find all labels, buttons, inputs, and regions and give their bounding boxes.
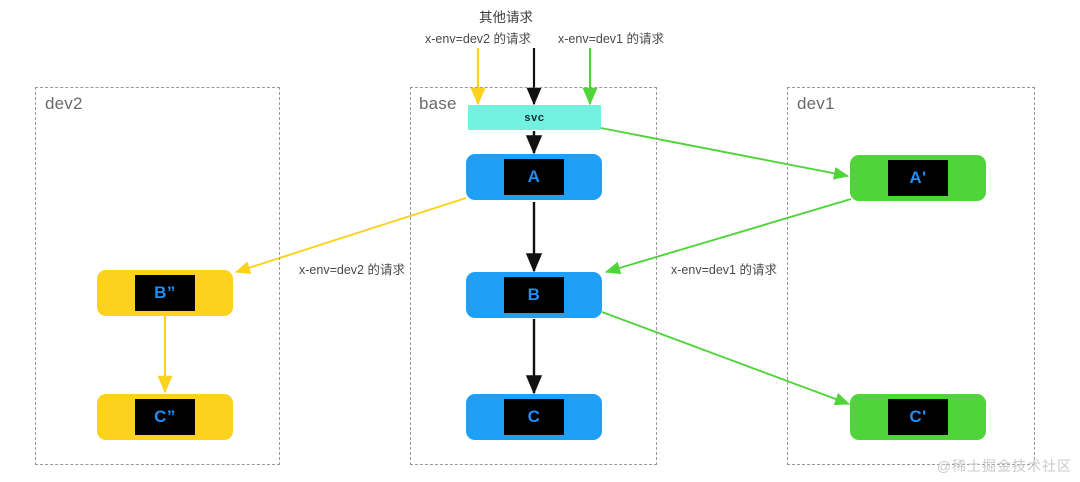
node-b-label: B — [504, 277, 564, 313]
zone-base — [410, 87, 657, 465]
node-a-prime[interactable]: A' — [850, 155, 986, 201]
node-a-label: A — [504, 159, 564, 195]
watermark: @稀土掘金技术社区 — [936, 458, 1072, 474]
zone-base-label: base — [419, 94, 457, 113]
zone-dev1-label: dev1 — [797, 94, 835, 113]
node-a[interactable]: A — [466, 154, 602, 200]
edge-svc-to-a-prime — [600, 127, 850, 180]
traffic-label-other: 其他请求 — [479, 10, 533, 25]
edge-label-dev1: x-env=dev1 的请求 — [671, 263, 777, 277]
node-a-prime-label: A' — [888, 160, 948, 196]
service-svc[interactable]: svc — [468, 105, 601, 130]
node-b-doubleprime-label: B” — [135, 275, 195, 311]
traffic-label-dev2: x-env=dev2 的请求 — [425, 32, 531, 46]
node-b-doubleprime[interactable]: B” — [97, 270, 233, 316]
edge-label-dev2: x-env=dev2 的请求 — [299, 263, 405, 277]
node-c-prime-label: C' — [888, 399, 948, 435]
node-c-doubleprime-label: C” — [135, 399, 195, 435]
edge-b-to-c-prime — [601, 311, 851, 406]
traffic-label-dev1: x-env=dev1 的请求 — [558, 32, 664, 46]
node-c-prime[interactable]: C' — [850, 394, 986, 440]
zone-dev2-label: dev2 — [45, 94, 83, 113]
edge-a-prime-to-b — [604, 198, 852, 275]
node-c-doubleprime[interactable]: C” — [97, 394, 233, 440]
zone-dev1 — [787, 87, 1035, 465]
node-c[interactable]: C — [466, 394, 602, 440]
node-c-label: C — [504, 399, 564, 435]
edge-a-to-b-doubleprime — [234, 197, 467, 274]
node-b[interactable]: B — [466, 272, 602, 318]
zone-dev2 — [35, 87, 280, 465]
